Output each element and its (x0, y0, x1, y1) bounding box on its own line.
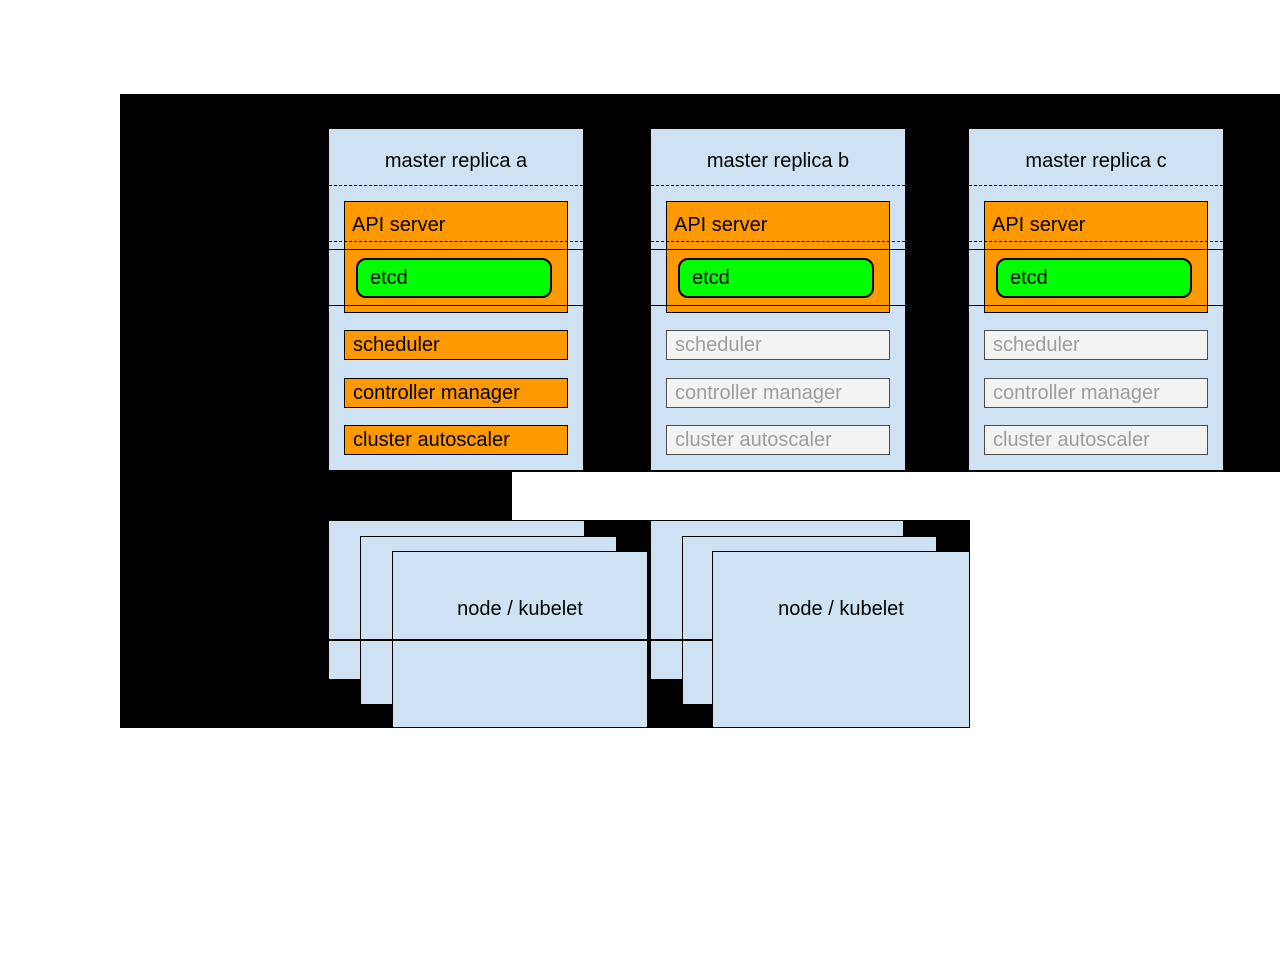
band-divider-dashed (651, 241, 905, 242)
etcd-box: etcd (996, 258, 1192, 298)
cluster-autoscaler-box: cluster autoscaler (344, 425, 568, 455)
node-kubelet-label: node / kubelet (778, 598, 904, 620)
cluster-autoscaler-box: cluster autoscaler (666, 425, 890, 455)
band-divider-dashed (329, 185, 583, 186)
controller-manager-box: controller manager (984, 378, 1208, 408)
api-server-label: API server (674, 214, 768, 236)
controller-manager-box: controller manager (666, 378, 890, 408)
band-divider-dashed (651, 185, 905, 186)
band-divider-solid (329, 305, 583, 306)
band-divider-solid (651, 249, 905, 250)
canvas-backdrop-step (120, 472, 512, 520)
band-divider-dashed (969, 185, 1223, 186)
master-replica-c-box: master replica c API server etcd schedul… (968, 128, 1224, 471)
node-band-line (120, 639, 712, 641)
controller-manager-box: controller manager (344, 378, 568, 408)
scheduler-box: scheduler (984, 330, 1208, 360)
cluster-autoscaler-box: cluster autoscaler (984, 425, 1208, 455)
etcd-label: etcd (692, 267, 730, 289)
etcd-label: etcd (370, 267, 408, 289)
etcd-box: etcd (356, 258, 552, 298)
band-divider-solid (651, 305, 905, 306)
band-divider-solid (969, 249, 1223, 250)
band-divider-solid (969, 305, 1223, 306)
band-divider-dashed (969, 241, 1223, 242)
master-title: master replica b (706, 150, 850, 172)
band-divider-dashed (329, 241, 583, 242)
master-title: master replica a (384, 150, 528, 172)
api-server-label: API server (992, 214, 1086, 236)
band-divider-solid (329, 249, 583, 250)
node-kubelet-label: node / kubelet (457, 598, 583, 620)
scheduler-box: scheduler (666, 330, 890, 360)
api-server-label: API server (352, 214, 446, 236)
scheduler-box: scheduler (344, 330, 568, 360)
master-replica-a-box: master replica a API server etcd schedul… (328, 128, 584, 471)
master-replica-b-box: master replica b API server etcd schedul… (650, 128, 906, 471)
etcd-label: etcd (1010, 267, 1048, 289)
node-box-front: node / kubelet (712, 551, 970, 728)
etcd-box: etcd (678, 258, 874, 298)
master-title: master replica c (1025, 150, 1167, 172)
